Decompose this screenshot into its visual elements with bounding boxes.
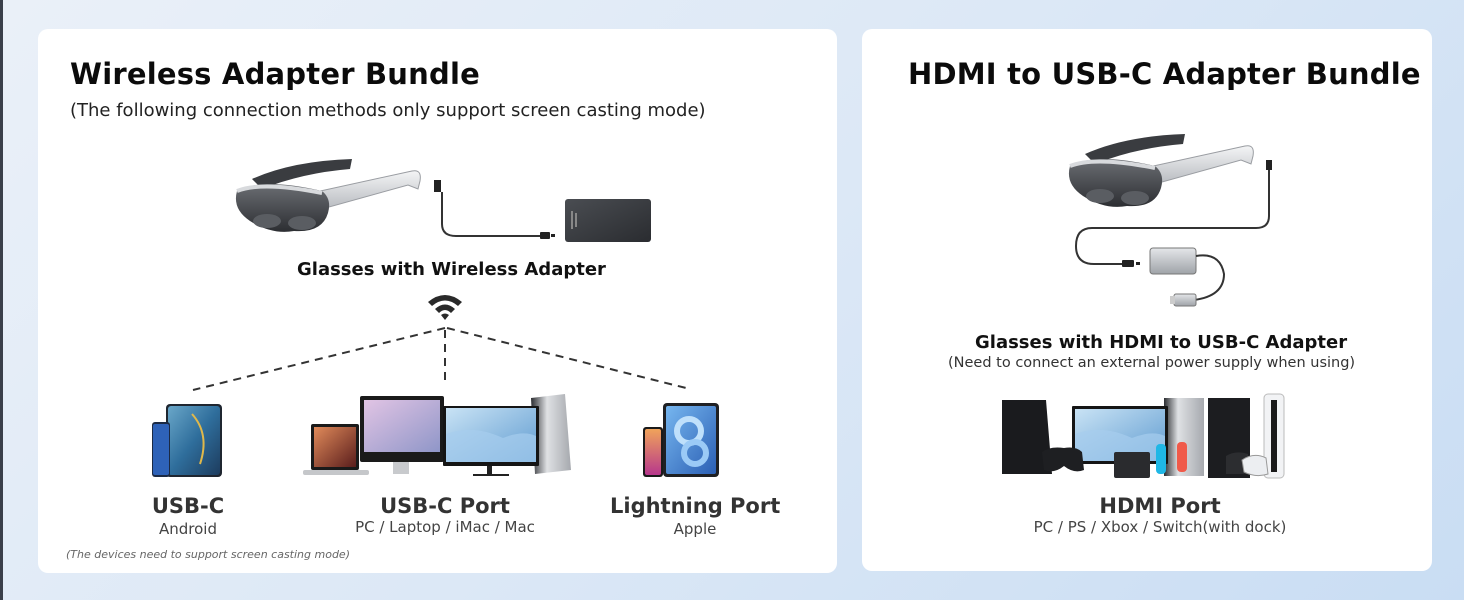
device-subtitle-computers: PC / Laptop / iMac / Mac — [355, 518, 535, 536]
hdmi-bundle-card — [862, 29, 1432, 571]
android-phone-tablet-image — [152, 404, 222, 477]
iphone-ipad-image — [643, 403, 719, 477]
computers-image — [303, 394, 571, 476]
wireless-bundle-title: Wireless Adapter Bundle — [70, 57, 480, 91]
wireless-adapter-image — [565, 199, 651, 242]
dash-line-apple — [446, 327, 691, 390]
wireless-hero-caption: Glasses with Wireless Adapter — [297, 259, 606, 280]
device-title-usb-c: USB-C — [151, 494, 225, 518]
external-power-note: (Need to connect an external power suppl… — [948, 355, 1356, 371]
dash-line-android — [192, 327, 446, 391]
usb-c-cable-image — [434, 180, 555, 239]
device-subtitle-android: Android — [159, 520, 217, 538]
hdmi-adapter-image — [1074, 160, 1272, 307]
wifi-icon — [428, 295, 462, 320]
device-title-usb-c-port: USB-C Port — [380, 494, 510, 518]
left-edge-bar — [0, 0, 3, 600]
ar-glasses-image — [235, 159, 421, 232]
ar-glasses-image-hdmi — [1068, 134, 1254, 207]
screen-casting-footnote: (The devices need to support screen cast… — [66, 548, 350, 561]
consoles-image — [1002, 393, 1285, 479]
hdmi-bundle-title: HDMI to USB-C Adapter Bundle — [908, 57, 1421, 91]
device-subtitle-consoles: PC / PS / Xbox / Switch(with dock) — [1033, 518, 1287, 536]
device-title-lightning-port: Lightning Port — [610, 494, 781, 518]
wireless-bundle-subtitle: (The following connection methods only s… — [70, 100, 706, 121]
device-title-hdmi-port: HDMI Port — [1099, 494, 1221, 518]
hdmi-hero-caption: Glasses with HDMI to USB-C Adapter — [975, 332, 1348, 353]
device-subtitle-apple: Apple — [673, 520, 717, 538]
